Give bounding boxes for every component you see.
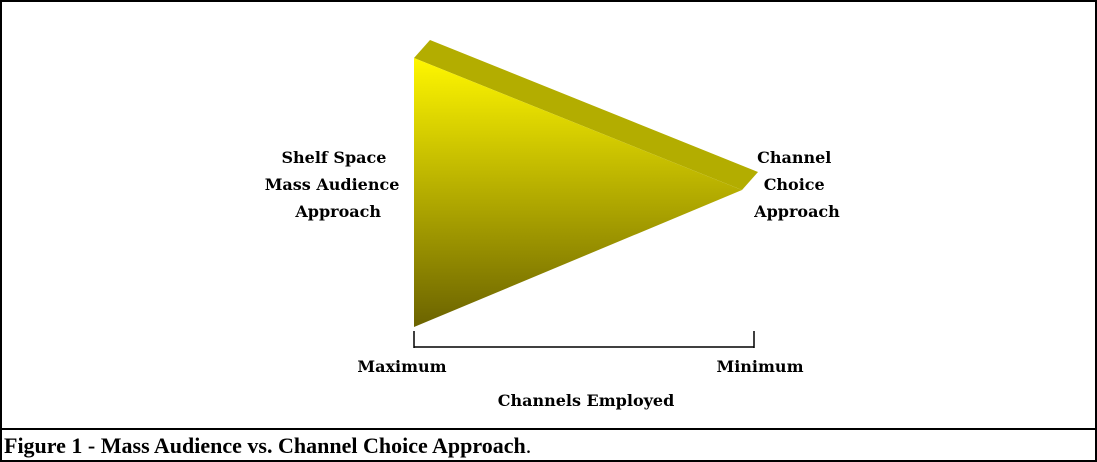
triangle-face bbox=[414, 58, 742, 327]
funnel-diagram: Shelf Space Mass Audience Approach Chann… bbox=[265, 40, 840, 410]
left-label-line-2: Mass Audience bbox=[265, 175, 400, 194]
triangle-bevel bbox=[414, 40, 758, 190]
right-approach-label: Channel Choice Approach bbox=[753, 148, 840, 221]
right-label-line-1: Channel bbox=[757, 148, 831, 167]
caption-prefix: Figure 1 - bbox=[4, 433, 101, 458]
left-label-line-3: Approach bbox=[294, 202, 381, 221]
right-label-line-3: Approach bbox=[753, 202, 840, 221]
caption-suffix: . bbox=[525, 433, 532, 458]
left-approach-label: Shelf Space Mass Audience Approach bbox=[265, 148, 405, 221]
caption-title: Mass Audience vs. Channel Choice Approac… bbox=[100, 433, 526, 458]
figure-caption: Figure 1 - Mass Audience vs. Channel Cho… bbox=[4, 432, 531, 460]
caption-divider bbox=[0, 428, 1097, 430]
right-label-line-2: Choice bbox=[764, 175, 825, 194]
axis-title: Channels Employed bbox=[498, 391, 675, 410]
axis-maximum-label: Maximum bbox=[357, 357, 446, 376]
axis-minimum-label: Minimum bbox=[717, 357, 804, 376]
left-label-line-1: Shelf Space bbox=[281, 148, 386, 167]
channels-axis bbox=[413, 331, 755, 348]
